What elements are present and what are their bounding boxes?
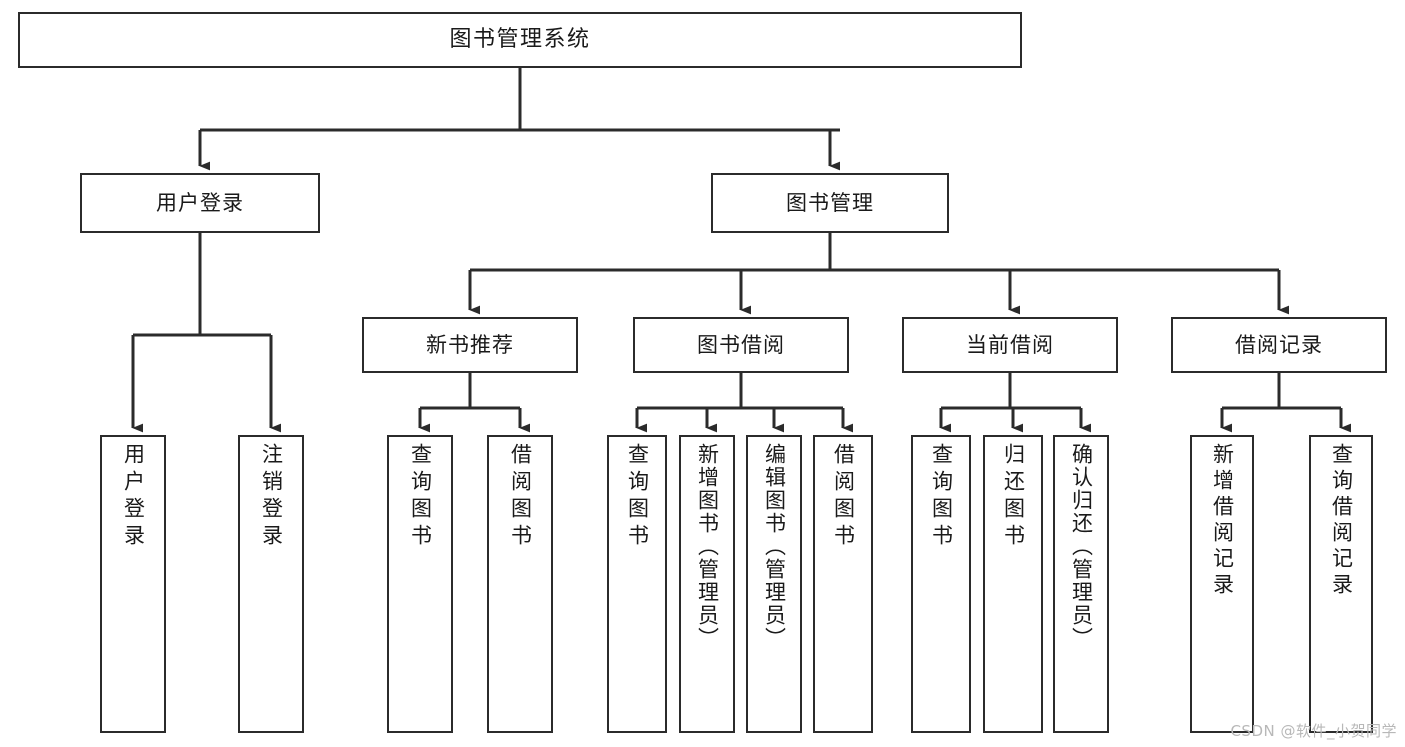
- node-leaf-borrow-book-1[interactable]: 借阅图书: [487, 435, 553, 733]
- node-leaf-query-book-1[interactable]: 查询图书: [387, 435, 453, 733]
- node-current-borrow[interactable]: 当前借阅: [902, 317, 1118, 373]
- node-leaf-query-book-2[interactable]: 查询图书: [607, 435, 667, 733]
- node-current-borrow-label: 当前借阅: [966, 332, 1054, 357]
- node-leaf-user-login-label: 用户登录: [121, 443, 146, 551]
- node-leaf-borrow-book-2[interactable]: 借阅图书: [813, 435, 873, 733]
- node-leaf-confirm-return-admin[interactable]: 确认归还（管理员）: [1053, 435, 1109, 733]
- node-leaf-query-book-1-label: 查询图书: [408, 443, 433, 551]
- node-leaf-query-book-3[interactable]: 查询图书: [911, 435, 971, 733]
- node-leaf-edit-book-admin-label: 编辑图书（管理员）: [762, 443, 787, 650]
- node-borrow-record-label: 借阅记录: [1235, 332, 1323, 357]
- node-leaf-borrow-book-2-label: 借阅图书: [831, 443, 856, 551]
- node-book-management[interactable]: 图书管理: [711, 173, 949, 233]
- node-leaf-query-book-3-label: 查询图书: [929, 443, 954, 551]
- node-new-book-recommend-label: 新书推荐: [426, 332, 514, 357]
- node-leaf-borrow-book-1-label: 借阅图书: [508, 443, 533, 551]
- node-leaf-query-borrow-record-label: 查询借阅记录: [1329, 443, 1354, 599]
- node-leaf-add-borrow-record[interactable]: 新增借阅记录: [1190, 435, 1254, 733]
- node-leaf-query-book-2-label: 查询图书: [625, 443, 650, 551]
- node-user-login[interactable]: 用户登录: [80, 173, 320, 233]
- node-book-management-label: 图书管理: [786, 190, 874, 215]
- node-root[interactable]: 图书管理系统: [18, 12, 1022, 68]
- csdn-watermark: CSDN @软件_小贺同学: [1230, 722, 1397, 740]
- node-leaf-logout[interactable]: 注销登录: [238, 435, 304, 733]
- node-leaf-confirm-return-admin-label: 确认归还（管理员）: [1069, 443, 1094, 650]
- node-book-borrow[interactable]: 图书借阅: [633, 317, 849, 373]
- node-leaf-add-borrow-record-label: 新增借阅记录: [1210, 443, 1235, 599]
- node-leaf-add-book-admin[interactable]: 新增图书（管理员）: [679, 435, 735, 733]
- node-leaf-add-book-admin-label: 新增图书（管理员）: [695, 443, 720, 650]
- node-book-borrow-label: 图书借阅: [697, 332, 785, 357]
- node-leaf-logout-label: 注销登录: [259, 443, 284, 551]
- node-leaf-query-borrow-record[interactable]: 查询借阅记录: [1309, 435, 1373, 733]
- node-new-book-recommend[interactable]: 新书推荐: [362, 317, 578, 373]
- node-leaf-edit-book-admin[interactable]: 编辑图书（管理员）: [746, 435, 802, 733]
- node-leaf-return-book-label: 归还图书: [1001, 443, 1026, 551]
- node-borrow-record[interactable]: 借阅记录: [1171, 317, 1387, 373]
- node-leaf-return-book[interactable]: 归还图书: [983, 435, 1043, 733]
- node-user-login-label: 用户登录: [156, 190, 244, 215]
- node-root-label: 图书管理系统: [449, 27, 591, 53]
- node-leaf-user-login[interactable]: 用户登录: [100, 435, 166, 733]
